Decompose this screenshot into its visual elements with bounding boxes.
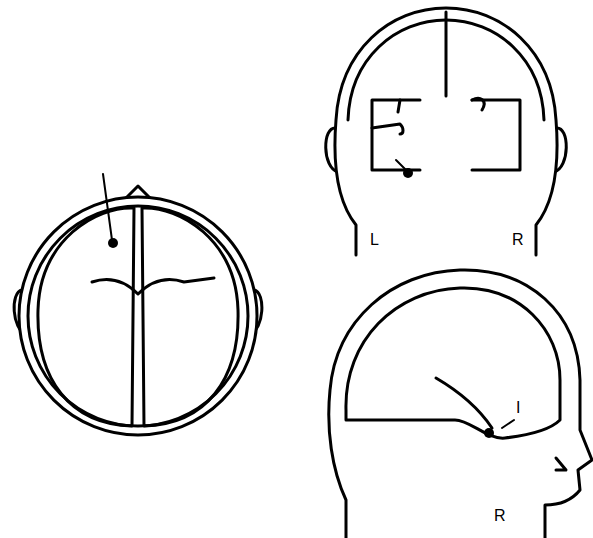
side-label: L [370, 232, 379, 248]
top-view [14, 174, 262, 435]
side-label: R [512, 232, 524, 248]
lesion-label: I [516, 400, 520, 416]
coronal-view [326, 8, 567, 255]
side-label: R [494, 508, 506, 524]
sagittal-view [329, 270, 592, 538]
